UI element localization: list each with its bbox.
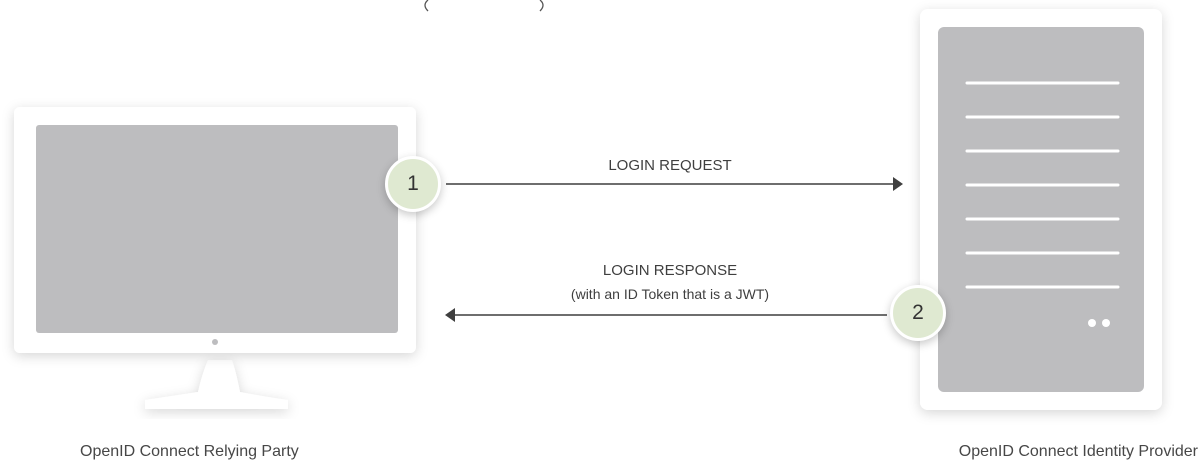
step-2-badge: 2 <box>890 285 946 341</box>
request-arrow-head <box>893 177 903 191</box>
monitor-stand <box>145 360 288 409</box>
identity-provider-label: OpenID Connect Identity Provider <box>958 443 1198 460</box>
server-rack-lines <box>965 81 1120 289</box>
login-request-label: LOGIN REQUEST <box>608 157 732 174</box>
monitor-screen <box>36 125 398 333</box>
login-response-label: LOGIN RESPONSE <box>602 262 738 279</box>
server-led-1 <box>1088 319 1096 327</box>
server-led-2 <box>1102 319 1110 327</box>
cropped-top-arc <box>424 0 544 12</box>
monitor-power-dot <box>212 339 218 345</box>
step-1-badge: 1 <box>385 156 441 212</box>
response-arrow-head <box>445 308 455 322</box>
monitor-icon <box>14 107 416 409</box>
arrow-left-icon <box>445 308 887 322</box>
server-icon <box>920 9 1162 410</box>
login-response-sublabel: (with an ID Token that is a JWT) <box>570 286 770 302</box>
arrow-right-icon <box>446 177 903 191</box>
relying-party-label: OpenID Connect Relying Party <box>80 443 299 460</box>
